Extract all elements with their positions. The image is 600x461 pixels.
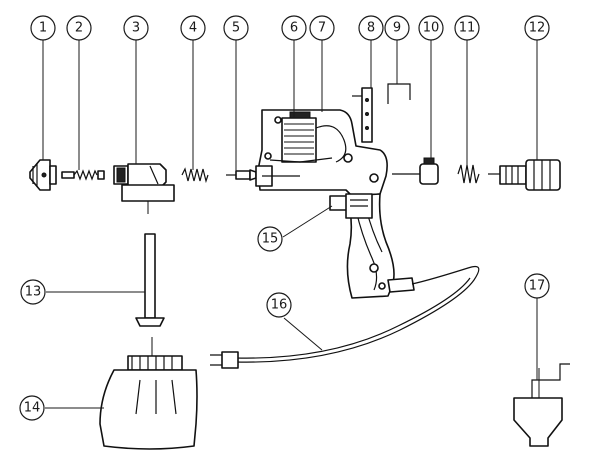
callout-13-label: 13 — [25, 285, 42, 300]
callout-7: 7 — [309, 15, 335, 41]
callout-2: 2 — [66, 15, 92, 41]
callout-12: 12 — [524, 15, 550, 41]
callout-6: 6 — [281, 15, 307, 41]
callout-3: 3 — [123, 15, 149, 41]
leader-lines — [42, 40, 538, 409]
callout-15: 15 — [257, 226, 283, 252]
coil-hatching — [284, 123, 314, 155]
callout-2-label: 2 — [75, 21, 83, 36]
part-pump-housing — [113, 163, 175, 214]
callout-16-label: 16 — [271, 298, 288, 313]
callout-5: 5 — [223, 15, 249, 41]
callout-10: 10 — [418, 15, 444, 41]
part-valve-ring — [392, 157, 439, 185]
callout-7-label: 7 — [318, 21, 326, 36]
callout-9-label: 9 — [393, 21, 401, 36]
part-needle-spring — [61, 169, 105, 181]
part-flow-knob — [488, 159, 561, 191]
callout-8-label: 8 — [367, 21, 375, 36]
callout-10-label: 10 — [423, 21, 440, 36]
callout-16: 16 — [266, 292, 292, 318]
callout-15-label: 15 — [262, 232, 279, 247]
part-power-cord — [210, 265, 480, 369]
part-piston — [226, 169, 257, 181]
part-flow-spring — [457, 164, 480, 184]
part-spring — [181, 167, 209, 184]
callout-11-label: 11 — [459, 21, 476, 36]
callout-13: 13 — [20, 279, 46, 305]
callout-9: 9 — [384, 15, 410, 41]
callout-17: 17 — [524, 273, 550, 299]
part-trigger — [329, 193, 373, 219]
callout-14: 14 — [19, 395, 45, 421]
callout-4-label: 4 — [189, 21, 197, 36]
callout-3-label: 3 — [132, 21, 140, 36]
callout-11: 11 — [454, 15, 480, 41]
callout-5-label: 5 — [232, 21, 240, 36]
part-nozzle-cap — [29, 159, 57, 191]
part-bracket — [387, 83, 411, 104]
callout-1: 1 — [30, 15, 56, 41]
callout-1-label: 1 — [39, 21, 47, 36]
part-paint-container — [99, 337, 198, 450]
part-suction-tube — [135, 233, 165, 327]
callout-12-label: 12 — [529, 21, 546, 36]
callout-8: 8 — [358, 15, 384, 41]
part-viscosity-cup — [513, 363, 570, 447]
part-gun-body — [255, 109, 415, 299]
callout-4: 4 — [180, 15, 206, 41]
callout-14-label: 14 — [24, 401, 41, 416]
part-adjust-rod — [352, 87, 373, 143]
callout-6-label: 6 — [290, 21, 298, 36]
callout-17-label: 17 — [529, 279, 546, 294]
